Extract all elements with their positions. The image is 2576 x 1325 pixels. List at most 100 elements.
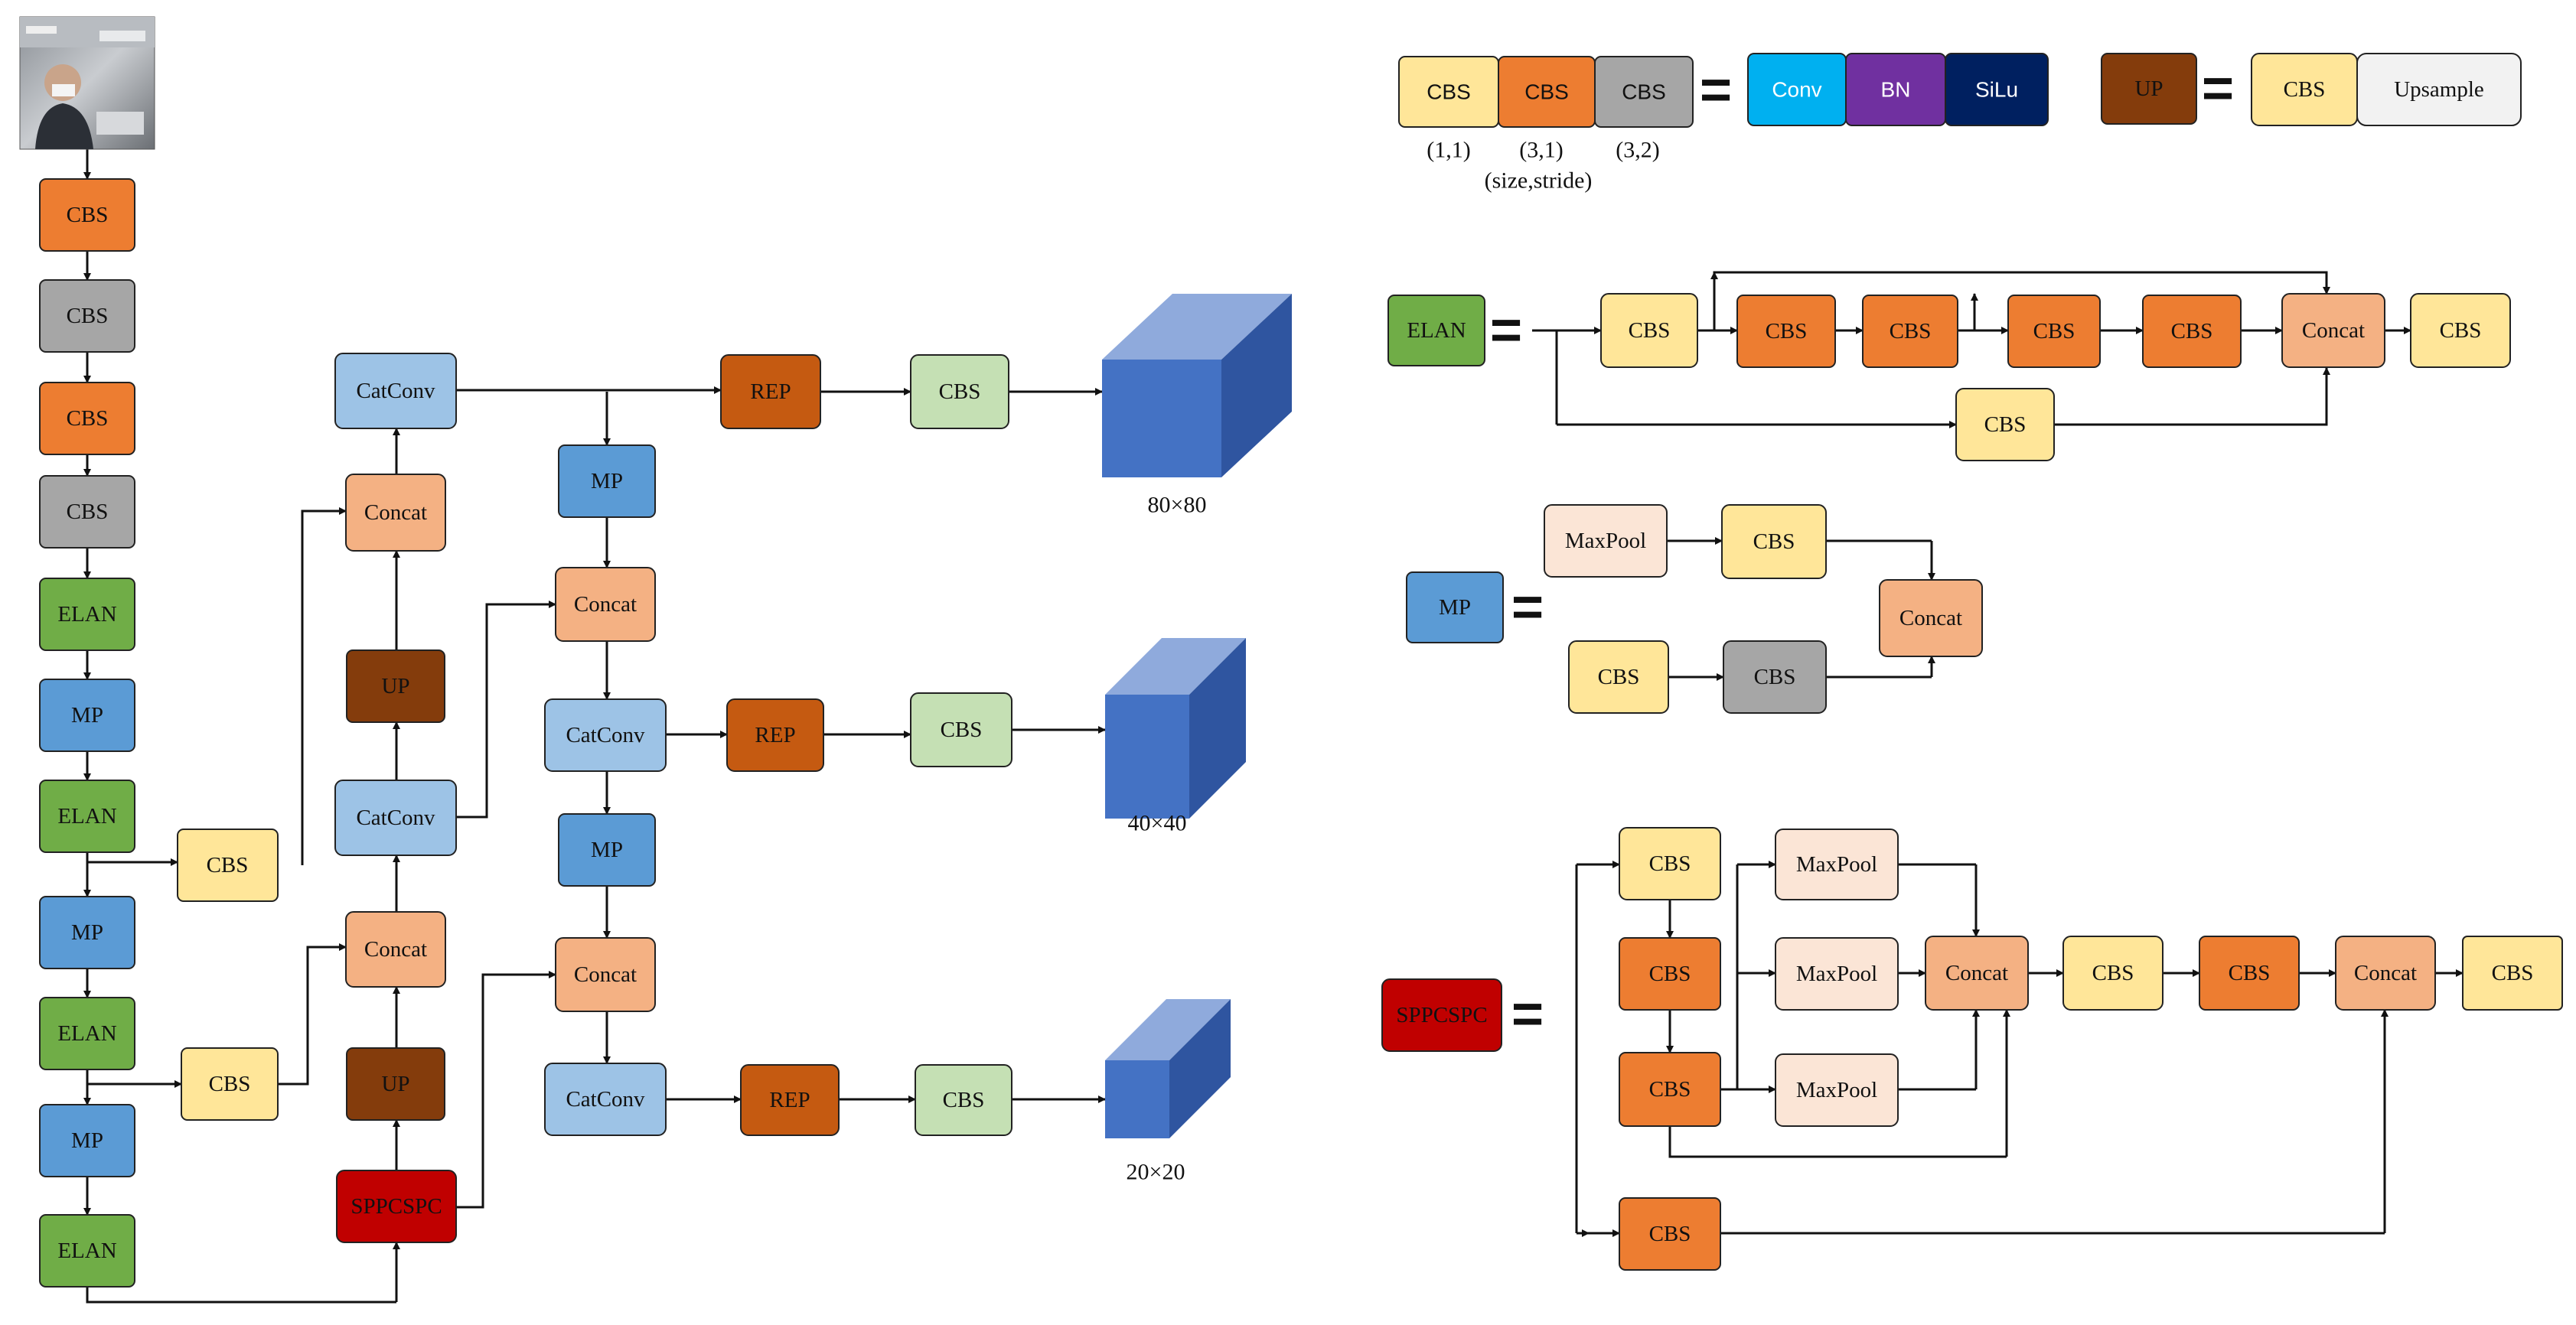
edge	[301, 507, 347, 865]
neck-up-top: UP	[346, 649, 445, 723]
head-cbs-1: CBS	[910, 354, 1009, 429]
neck-concat-2: Concat	[555, 567, 656, 642]
backbone-elan-3: ELAN	[39, 997, 135, 1070]
sppcspc-concat-1: Concat	[1925, 936, 2029, 1011]
svg-text:CBS: CBS	[943, 1088, 985, 1112]
svg-text:CBS: CBS	[1649, 1222, 1691, 1246]
mp-maxpool: MaxPool	[1544, 504, 1668, 578]
legend-up-box: UP	[2101, 53, 2197, 125]
svg-text:CBS: CBS	[1984, 412, 2027, 437]
backbone-cbs-2: CBS	[39, 279, 135, 353]
legend-cbs: CBS CBS CBS (1,1) (3,1) (3,2) (size,stri…	[1398, 53, 2049, 194]
svg-text:CBS: CBS	[1427, 80, 1471, 104]
legend-mp: MP = MaxPool CBS CBS CBS Concat	[1406, 504, 1983, 714]
backbone-mp-1: MP	[39, 679, 135, 752]
svg-text:MaxPool: MaxPool	[1796, 1078, 1877, 1102]
elan-cbs-in: CBS	[1600, 293, 1698, 368]
neck-concat-mid: Concat	[345, 911, 446, 988]
equals-sign: =	[1511, 577, 1544, 638]
neck-catconv-top: CatConv	[334, 353, 457, 429]
svg-text:CBS: CBS	[209, 1072, 251, 1096]
edge	[1668, 1126, 2007, 1158]
neck: CBS CBS CatConv Concat UP CatConv Concat	[177, 353, 667, 1243]
neck-catconv-3: CatConv	[544, 1063, 667, 1136]
equals-sign: =	[1700, 60, 1732, 121]
legend-cbs-3x2: CBS	[1594, 56, 1694, 128]
neck-cbs-tap-2: CBS	[181, 1047, 279, 1121]
sppcspc-maxpool-1: MaxPool	[1775, 829, 1899, 900]
svg-text:CBS: CBS	[67, 500, 109, 524]
svg-text:UP: UP	[381, 1072, 409, 1096]
elan-cbs-bypass: CBS	[1955, 388, 2055, 461]
legend-elan: ELAN = CBS CBS CBS CBS CBS Concat C	[1387, 293, 2511, 461]
output-cube-40: 40×40	[1105, 638, 1246, 836]
svg-text:CBS: CBS	[1649, 1077, 1691, 1102]
neck-sppcspc: SPPCSPC	[336, 1170, 457, 1243]
head-rep-1: REP	[720, 354, 821, 429]
equals-sign: =	[1511, 984, 1544, 1045]
svg-text:CBS: CBS	[941, 718, 983, 742]
svg-text:MaxPool: MaxPool	[1796, 962, 1877, 986]
svg-text:CatConv: CatConv	[566, 723, 645, 747]
legend-silu: SiLu	[1945, 53, 2049, 126]
edge	[456, 601, 556, 819]
neck-concat-top: Concat	[345, 474, 446, 552]
backbone-elan-1: ELAN	[39, 578, 135, 651]
output-size-40: 40×40	[1128, 811, 1187, 836]
svg-text:ELAN: ELAN	[57, 1021, 116, 1046]
mp-concat: Concat	[1879, 579, 1983, 657]
svg-text:SiLu: SiLu	[1975, 78, 2018, 102]
svg-text:CBS: CBS	[1890, 319, 1932, 343]
svg-text:Concat: Concat	[1945, 961, 2008, 985]
svg-text:REP: REP	[750, 379, 791, 404]
equals-sign: =	[2202, 58, 2234, 119]
legend-up-cbs: CBS	[2251, 53, 2358, 126]
head-rep-3: REP	[740, 1064, 840, 1136]
svg-text:MaxPool: MaxPool	[1565, 529, 1646, 553]
svg-text:Concat: Concat	[574, 962, 637, 987]
legend-sppcspc: SPPCSPC = CBS CBS CBS CBS MaxPool MaxPoo…	[1381, 827, 2563, 1271]
svg-text:ELAN: ELAN	[1407, 318, 1466, 343]
svg-text:CBS: CBS	[207, 853, 249, 877]
neck-mp-1: MP	[558, 444, 656, 518]
sppcspc-cbs-2: CBS	[1619, 937, 1721, 1011]
neck-concat-3: Concat	[555, 937, 656, 1012]
equals-sign: =	[1490, 300, 1522, 361]
edge	[278, 943, 347, 1086]
output-size-80: 80×80	[1148, 493, 1207, 518]
neck-catconv-mid: CatConv	[334, 780, 457, 856]
svg-text:SPPCSPC: SPPCSPC	[1396, 1003, 1487, 1027]
legend-sppcspc-box: SPPCSPC	[1381, 978, 1502, 1052]
backbone-cbs-4: CBS	[39, 475, 135, 549]
elan-cbs-a1: CBS	[1736, 295, 1836, 368]
backbone-elan-2: ELAN	[39, 780, 135, 853]
neck-catconv-2: CatConv	[544, 698, 667, 772]
cbs-param-3x2: (3,2)	[1616, 138, 1659, 163]
backbone-mp-2: MP	[39, 896, 135, 969]
backbone-elan-4: ELAN	[39, 1214, 135, 1288]
head-cbs-3: CBS	[915, 1064, 1012, 1136]
svg-text:UP: UP	[2134, 77, 2163, 101]
elan-cbs-a2: CBS	[1862, 295, 1958, 368]
output-size-20: 20×20	[1127, 1160, 1185, 1185]
legend-upsample: Upsample	[2356, 53, 2522, 126]
legend-conv: Conv	[1747, 53, 1847, 126]
svg-text:CBS: CBS	[2229, 961, 2271, 985]
head-cbs-2: CBS	[910, 692, 1012, 767]
mp-cbs-bottom-2: CBS	[1723, 640, 1827, 714]
edge	[447, 971, 556, 1209]
neck-mp-2: MP	[558, 813, 656, 887]
wires	[83, 149, 2464, 1304]
svg-text:Concat: Concat	[2302, 318, 2365, 343]
mp-cbs-bottom-1: CBS	[1568, 640, 1669, 714]
svg-text:MP: MP	[591, 838, 623, 862]
svg-text:CBS: CBS	[1753, 529, 1795, 554]
svg-text:ELAN: ELAN	[57, 804, 116, 829]
svg-text:ELAN: ELAN	[57, 1239, 116, 1263]
svg-text:CBS: CBS	[67, 304, 109, 328]
backbone-mp-3: MP	[39, 1104, 135, 1177]
sppcspc-cbs-bypass: CBS	[1619, 1197, 1721, 1271]
svg-text:Concat: Concat	[1899, 606, 1962, 630]
sppcspc-maxpool-3: MaxPool	[1775, 1053, 1899, 1127]
